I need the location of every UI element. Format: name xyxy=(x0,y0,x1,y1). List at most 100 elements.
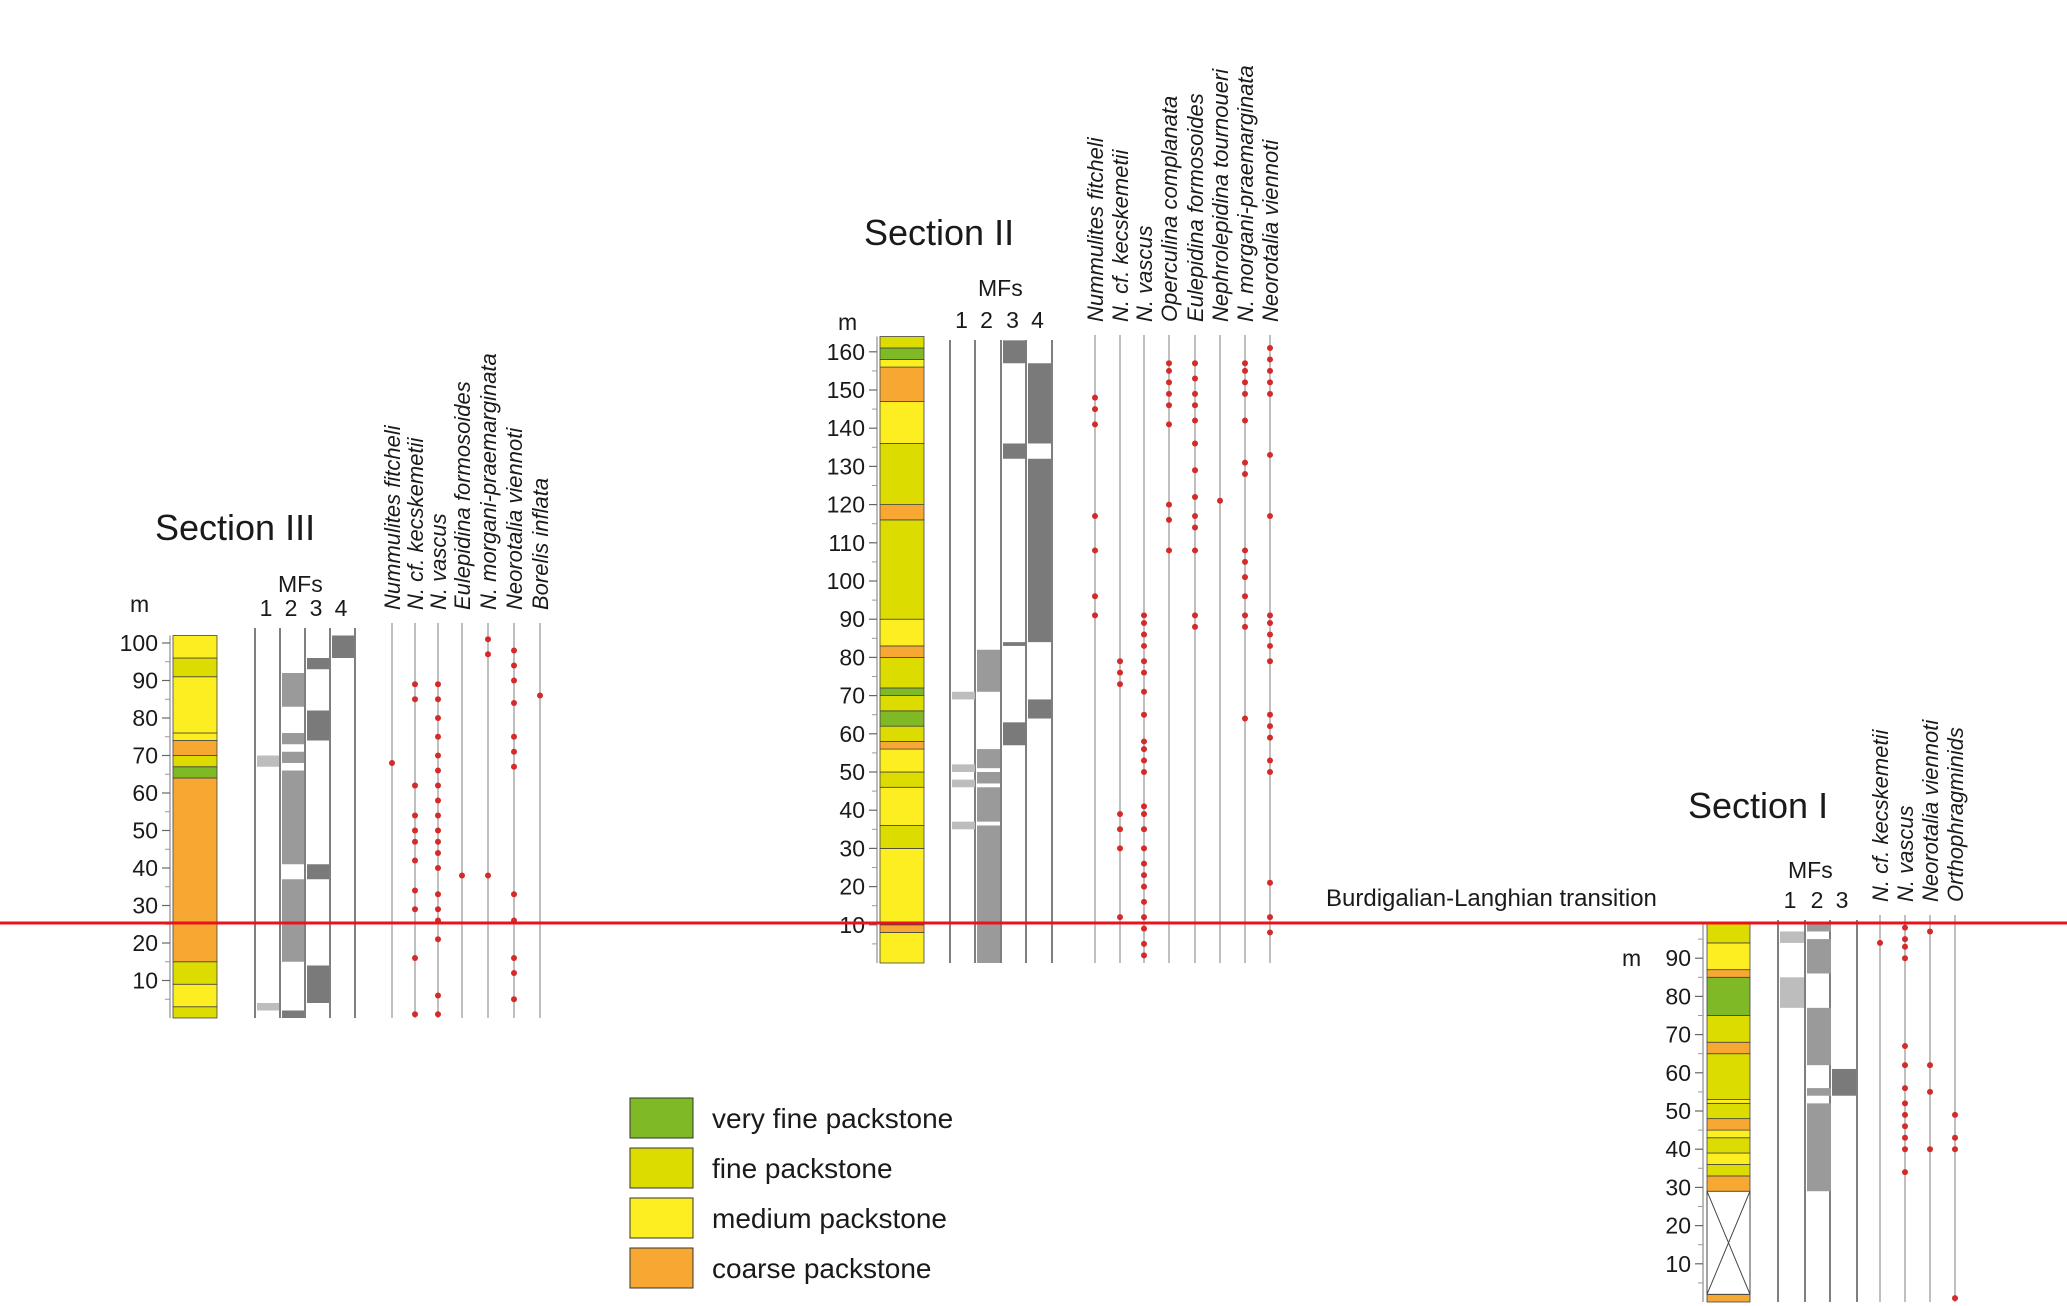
section-ii-litho-bed-medium xyxy=(879,786,925,826)
section-i-tick-label-20: 20 xyxy=(1665,1213,1691,1239)
section-i-litho-bed-fine xyxy=(1706,1102,1751,1120)
section-ii-occurrence-dot xyxy=(1267,390,1273,397)
section-iii-occurrence-dot xyxy=(485,872,491,879)
section-iii-occurrence-dot xyxy=(485,651,491,658)
section-ii-occurrence-dot xyxy=(1267,356,1273,363)
section-ii-occurrence-dot xyxy=(1141,631,1147,638)
section-iii-title: Section III xyxy=(155,507,315,548)
section-ii-litho-bed-medium xyxy=(879,618,925,647)
legend-label-very-fine: very fine packstone xyxy=(712,1103,953,1134)
section-iii-litho-bed-fine xyxy=(172,1006,218,1019)
section-ii-litho-bed-coarse xyxy=(879,741,925,750)
section-iii-taxon-name: N. cf. kecskemetii xyxy=(403,437,428,610)
section-i-litho-bed-coarse xyxy=(1706,1118,1751,1131)
section-iii-occurrence-dot xyxy=(435,850,441,856)
section-iii-occurrence-dot xyxy=(412,857,418,864)
section-iii-mf-interval xyxy=(282,770,304,865)
section-i-mf-col-label-1: 1 xyxy=(1784,887,1797,913)
section-i-occurrence-dot xyxy=(1902,1111,1908,1118)
section-ii-tick-label-120: 120 xyxy=(827,492,865,518)
section-ii-mf-col-label-1: 1 xyxy=(955,307,968,333)
section-iii-occurrence-dot xyxy=(435,752,441,759)
legend-label-coarse: coarse packstone xyxy=(712,1253,931,1284)
section-ii-occurrence-dot xyxy=(1092,612,1098,619)
section-iii-occurrence-dot xyxy=(435,992,441,999)
section-ii-tick-label-160: 160 xyxy=(827,339,865,365)
section-ii-occurrence-dot xyxy=(1141,860,1147,867)
section-ii-occurrence-dot xyxy=(1141,642,1147,649)
section-i-litho-bed-coarse xyxy=(1706,969,1751,978)
section-iii-occurrence-dot xyxy=(511,647,517,654)
section-ii-occurrence-dot xyxy=(1242,471,1248,478)
section-iii-mf-interval xyxy=(282,879,304,962)
section-ii-occurrence-dot xyxy=(1166,360,1172,367)
section-ii-occurrence-dot xyxy=(1141,757,1147,764)
section-ii-mf-interval xyxy=(1028,699,1051,719)
section-ii-occurrence-dot xyxy=(1117,826,1123,833)
section-iii-occurrence-dot xyxy=(435,827,441,834)
section-i-litho-bed-medium xyxy=(1706,1129,1751,1139)
section-iii-occurrence-dot xyxy=(435,681,441,688)
section-ii-litho-bed-coarse xyxy=(879,924,925,933)
section-i-tick-label-50: 50 xyxy=(1665,1098,1691,1124)
section-iii-mf-col-label-3: 3 xyxy=(310,595,323,621)
section-iii-occurrence-dot xyxy=(537,692,543,699)
section-i-title: Section I xyxy=(1688,785,1828,826)
section-iii-tick-label-30: 30 xyxy=(132,893,158,919)
section-ii-occurrence-dot xyxy=(1267,711,1273,718)
section-ii-tick-label-60: 60 xyxy=(839,721,865,747)
section-ii-tick-label-20: 20 xyxy=(839,874,865,900)
section-i-occurrence-dot xyxy=(1902,1100,1908,1107)
legend-swatch-fine xyxy=(629,1147,694,1189)
section-iii-occurrence-dot xyxy=(511,955,517,961)
section-iii-occurrence-dot xyxy=(511,677,517,684)
section-ii-occurrence-dot xyxy=(1267,914,1273,921)
section-ii-occurrence-dot xyxy=(1166,379,1172,386)
section-ii-occurrence-dot xyxy=(1217,497,1223,504)
transition-label: Burdigalian-Langhian transition xyxy=(1326,885,1657,912)
section-ii-taxon-name: Nephrolepidina tournoueri xyxy=(1208,68,1233,322)
section-ii-occurrence-dot xyxy=(1242,390,1248,397)
section-ii-occurrence-dot xyxy=(1242,558,1248,565)
section-ii-occurrence-dot xyxy=(1192,612,1198,619)
section-ii-occurrence-dot xyxy=(1141,688,1147,695)
section-ii-mf-interval xyxy=(1003,340,1026,364)
section-ii-occurrence-dot xyxy=(1117,811,1123,818)
section-iii-occurrence-dot xyxy=(389,760,395,766)
section-iii-tick-label-20: 20 xyxy=(132,930,158,956)
section-ii-occurrence-dot xyxy=(1242,547,1248,554)
section-i-occurrence-dot xyxy=(1902,955,1908,962)
section-ii-occurrence-dot xyxy=(1092,421,1098,428)
section-ii-litho-bed-fine xyxy=(879,725,925,742)
section-ii-occurrence-dot xyxy=(1141,925,1147,932)
section-ii-taxon-name: N. vascus xyxy=(1132,225,1157,322)
section-i-occurrence-dot xyxy=(1927,1146,1933,1153)
section-ii-occurrence-dot xyxy=(1192,375,1198,382)
section-ii-occurrence-dot xyxy=(1242,574,1248,581)
legend: very fine packstone fine packstone mediu… xyxy=(629,1097,953,1289)
section-ii-occurrence-dot xyxy=(1267,929,1273,936)
section-ii-mf-col-label-4: 4 xyxy=(1031,307,1044,333)
section-ii-title: Section II xyxy=(864,212,1014,253)
section-ii-occurrence-dot xyxy=(1141,612,1147,619)
section-i-occurrence-dot xyxy=(1902,936,1908,943)
section-ii-occurrence-dot xyxy=(1166,516,1172,523)
section-i-taxon-name: Orthophragminids xyxy=(1943,727,1968,902)
section-iii-litho-bed-coarse xyxy=(172,740,218,756)
section-ii-occurrence-dot xyxy=(1117,681,1123,688)
section-iii-litho-bed-medium xyxy=(172,676,218,734)
section-i-occurrence-dot xyxy=(1877,939,1883,946)
section-ii-occurrence-dot xyxy=(1141,711,1147,718)
section-iii-occurrence-dot xyxy=(412,906,418,913)
section-ii-occurrence-dot xyxy=(1141,940,1147,947)
section-i-mf-interval xyxy=(1807,1088,1831,1096)
section-iii-occurrence-dot xyxy=(412,812,418,819)
section-iii-mf-interval xyxy=(307,864,329,880)
section-ii-occurrence-dot xyxy=(1267,367,1273,374)
section-ii-occurrence-dot xyxy=(1166,421,1172,428)
section-iii-occurrence-dot xyxy=(412,782,418,789)
section-ii-litho-bed-coarse xyxy=(879,645,925,658)
section-i-occurrence-dot xyxy=(1927,928,1933,935)
section-i-tick-label-90: 90 xyxy=(1665,945,1691,971)
